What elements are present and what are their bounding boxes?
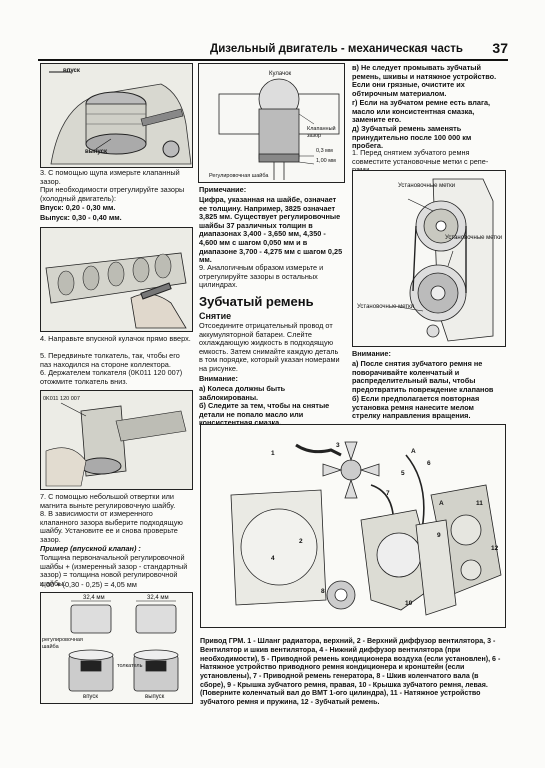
step-1: 1. Перед снятием зубчатого ремня совмест… [352,148,489,174]
exhaust-label-2: выпуск [145,694,165,700]
exhaust-label: выпуск [85,149,107,155]
part-label-12: 12 [491,545,499,552]
attention-d: г) Если на зубчатом ремне есть влага, ма… [352,98,491,125]
part-label-a1: A [411,448,416,455]
tool-number-label: 0K011 120 007 [43,396,80,402]
d2-label: 1,00 мм [316,158,336,164]
intake-clearance: Впуск: 0,20 - 0,30 мм. [40,203,116,212]
intake-label-2: впуск [83,694,98,700]
section-title: Зубчатый ремень [199,294,314,309]
camshaft-figure [40,227,193,332]
shim-label: регулировочная шайба [42,637,83,650]
attention2-b: б) Если предполагается повторная установ… [352,394,480,421]
note-text: Цифра, указанная на шайбе, означает ее т… [199,195,343,265]
attention-heading-2: Внимание: [352,349,391,358]
timing-drive-exploded-figure: 1 2 3 4 5 6 7 8 9 10 11 12 A A [200,424,506,628]
dim-label-2: 32,4 мм [147,595,169,601]
part-label-7: 7 [386,490,390,497]
attention-heading: Внимание: [199,374,238,383]
shim-tappet-figure: 32,4 мм 32,4 мм регулировочная шайба тол… [40,592,193,704]
part-label-6: 6 [427,460,431,467]
part-label-8: 8 [321,588,325,595]
step-7: 7. С помощью небольшой отвертки или магн… [40,492,176,510]
part-label-9: 9 [437,532,441,539]
timing-marks-figure: Установочные метки Установочные метки Ус… [352,170,506,347]
note-heading: Примечание: [199,185,247,194]
part-label-2: 2 [299,538,303,545]
subsection-title: Снятие [199,311,232,321]
intake-label: впуск [63,68,80,74]
step-5: 5. Передвиньте толкатель, так, чтобы его… [40,351,180,369]
part-label-5: 5 [401,470,405,477]
part-label-a2: A [439,500,444,507]
step-3-note: При необходимости отрегулируйте зазоры (… [40,185,185,203]
example-text: Толщина первоначальной регулировочной ша… [40,553,188,588]
attention-b: б) Следите за тем, чтобы на снятые детал… [199,401,330,428]
cam-label: Кулачок [269,71,292,77]
example-heading: Пример (впускной клапан) : [40,544,141,553]
part-label-4: 4 [271,555,275,562]
part-label-3: 3 [336,442,340,449]
d1-label: 0,3 мм [316,148,333,154]
feeler-gauge-figure: впуск выпуск [40,63,193,168]
attention-a: а) Колеса должны быть заблокированы. [199,384,286,402]
step-4: 4. Направьте впускной кулачок прямо ввер… [40,334,191,343]
part-label-11: 11 [476,500,483,507]
step-3: 3. С помощью щупа измерьте клапанный заз… [40,168,180,186]
tappet-holder-figure: 0K011 120 007 [40,390,193,490]
page-header: Дизельный двигатель - механическая часть… [38,40,508,61]
step-6: 6. Держателем толкателя (0K011 120 007) … [40,368,183,386]
step-8: 8. В зависимости от измеренного клапанно… [40,509,183,544]
dim-label-1: 32,4 мм [83,595,105,601]
attention2-a: а) После снятия зубчатого ремня не повор… [352,359,494,394]
attention-e: д) Зубчатый ремень заменять принудительн… [352,124,472,151]
gap-label: Клапанный зазор [307,126,336,139]
valve-clearance-figure: Кулачок Клапанный зазор 0,3 мм 1,00 мм Р… [198,63,345,183]
step-9: 9. Аналогичным образом измерьте и отрегу… [199,263,324,290]
removal-text: Отсоедините отрицательный провод от акку… [199,321,340,373]
timing-marks-label-2: Установочные метки [445,235,503,241]
exhaust-clearance: Выпуск: 0,30 - 0,40 мм. [40,213,122,222]
shim-label-mid: Регулировочная шайба [209,173,269,179]
example-formula: 4,00 + (0,30 - 0,25) = 4,05 мм [40,580,137,589]
attention-c: в) Не следует промывать зубчатый ремень,… [352,63,497,98]
tappet-label: толкатель [117,663,143,669]
page-number: 37 [492,40,508,56]
figure-caption: Привод ГРМ. 1 - Шланг радиатора, верхний… [200,637,501,707]
page-title: Дизельный двигатель - механическая часть [210,43,463,55]
part-label-1: 1 [271,450,275,457]
timing-marks-label-1: Установочные метки [398,183,456,189]
timing-marks-label-3: Установочные метки [357,304,415,310]
part-label-10: 10 [405,600,413,607]
